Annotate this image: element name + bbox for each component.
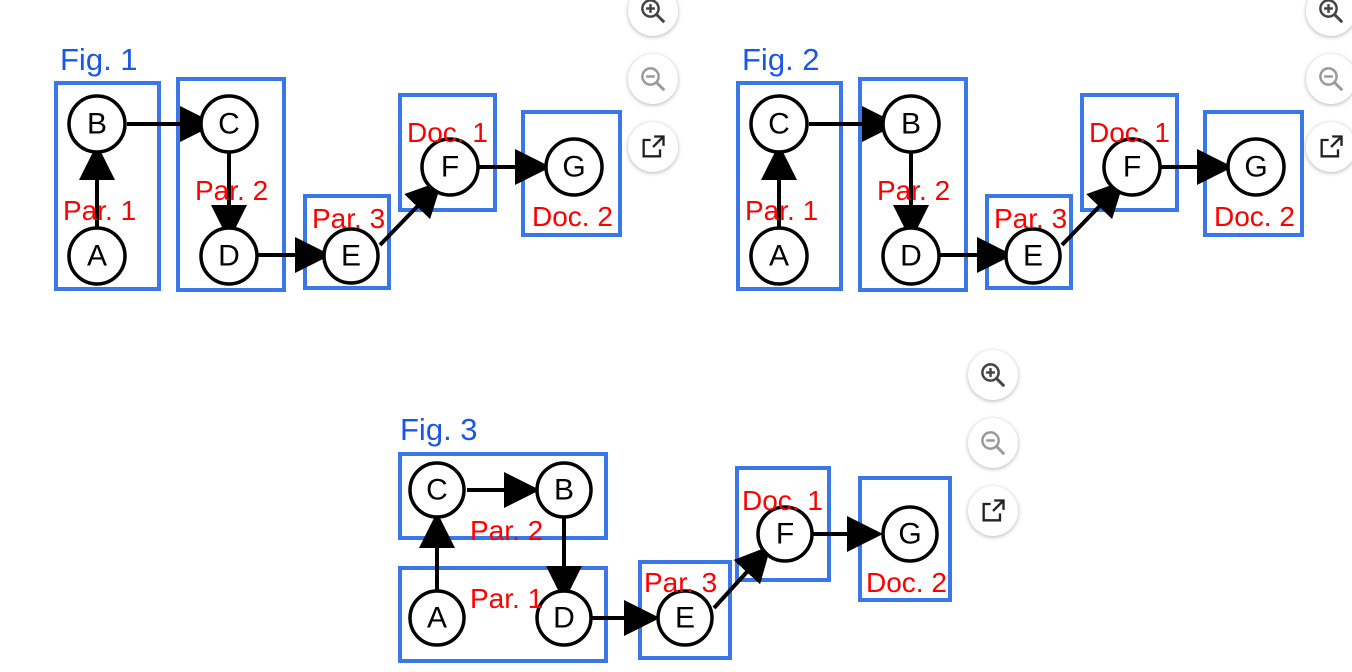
node-label-f: F bbox=[1123, 151, 1141, 184]
node-label-c: C bbox=[768, 108, 790, 141]
group-label-doc-1: Doc. 1 bbox=[407, 117, 488, 148]
figure-panel-1[interactable]: B A C D E F G Par. 1 Par. 2 Par. 3 Doc. … bbox=[40, 30, 660, 310]
group-label-par-2: Par. 2 bbox=[195, 175, 268, 206]
node-label-b: B bbox=[901, 108, 921, 141]
open-external-icon bbox=[1320, 135, 1343, 158]
group-box-par-2[interactable] bbox=[858, 77, 968, 292]
node-b[interactable] bbox=[881, 94, 941, 154]
controls-panel-2 bbox=[1306, 0, 1352, 172]
node-label-a: A bbox=[427, 602, 447, 635]
node-f[interactable] bbox=[756, 505, 814, 563]
node-g[interactable] bbox=[1226, 137, 1286, 197]
node-d[interactable] bbox=[881, 226, 941, 286]
group-label-doc-2: Doc. 2 bbox=[532, 201, 613, 232]
node-b[interactable] bbox=[535, 461, 593, 519]
node-a[interactable] bbox=[408, 589, 466, 647]
group-box-doc-1[interactable] bbox=[398, 93, 497, 212]
node-a[interactable] bbox=[67, 226, 127, 286]
figure-title-1: Fig. 1 bbox=[60, 42, 138, 77]
group-label-par-3: Par. 3 bbox=[312, 203, 385, 234]
zoom-in-icon bbox=[1319, 0, 1344, 24]
controls-panel-1 bbox=[628, 0, 678, 172]
open-external-icon bbox=[982, 499, 1005, 522]
group-box-doc-1[interactable] bbox=[1080, 93, 1179, 212]
open-external-button[interactable] bbox=[1306, 122, 1352, 172]
zoom-in-button[interactable] bbox=[1306, 0, 1352, 36]
node-e[interactable] bbox=[656, 589, 714, 647]
group-label-doc-2: Doc. 2 bbox=[866, 567, 947, 598]
group-label-par-1: Par. 1 bbox=[63, 195, 136, 226]
group-box-doc-1[interactable] bbox=[735, 466, 831, 582]
zoom-out-icon bbox=[981, 431, 1006, 456]
node-label-g: G bbox=[898, 518, 921, 551]
node-g[interactable] bbox=[881, 505, 939, 563]
zoom-out-button[interactable] bbox=[968, 418, 1018, 468]
edge-e-f bbox=[1060, 180, 1125, 247]
node-label-e: E bbox=[1023, 240, 1043, 273]
group-label-par-2: Par. 2 bbox=[470, 515, 543, 546]
node-label-e: E bbox=[675, 602, 695, 635]
group-box-par-2[interactable] bbox=[398, 452, 608, 540]
node-d[interactable] bbox=[199, 226, 259, 286]
group-box-par-1[interactable] bbox=[54, 81, 161, 291]
figure-2-graph: C A B D E F G Par. 1 Par. 2 Par. 3 Doc. … bbox=[736, 42, 1304, 292]
node-label-a: A bbox=[769, 240, 789, 273]
zoom-out-icon bbox=[641, 67, 666, 92]
node-f[interactable] bbox=[420, 137, 480, 197]
node-label-g: G bbox=[562, 151, 585, 184]
node-c[interactable] bbox=[749, 94, 809, 154]
node-label-g: G bbox=[1244, 151, 1267, 184]
open-external-button[interactable] bbox=[968, 486, 1018, 536]
group-box-par-1[interactable] bbox=[398, 566, 608, 663]
figure-1-graph: B A C D E F G Par. 1 Par. 2 Par. 3 Doc. … bbox=[54, 42, 622, 292]
edge-e-f bbox=[712, 545, 772, 610]
group-label-par-3: Par. 3 bbox=[644, 567, 717, 598]
node-label-d: D bbox=[218, 240, 240, 273]
node-label-c: C bbox=[426, 474, 448, 507]
node-label-d: D bbox=[900, 240, 922, 273]
node-c[interactable] bbox=[199, 94, 259, 154]
figure-panel-2[interactable]: C A B D E F G Par. 1 Par. 2 Par. 3 Doc. … bbox=[722, 30, 1342, 310]
figure-title-3: Fig. 3 bbox=[400, 412, 478, 447]
node-label-f: F bbox=[441, 151, 459, 184]
node-f[interactable] bbox=[1102, 137, 1162, 197]
figure-title-2: Fig. 2 bbox=[742, 42, 820, 77]
figure-panel-3[interactable]: C B A D E F G Par. 2 Par. 1 Par. 3 Doc. … bbox=[382, 400, 1002, 672]
controls-panel-3 bbox=[968, 350, 1018, 536]
node-b[interactable] bbox=[67, 94, 127, 154]
group-label-doc-1: Doc. 1 bbox=[742, 485, 823, 516]
group-box-par-1[interactable] bbox=[736, 81, 843, 291]
group-label-par-1: Par. 1 bbox=[745, 195, 818, 226]
node-label-b: B bbox=[87, 108, 107, 141]
node-label-a: A bbox=[87, 240, 107, 273]
node-label-d: D bbox=[553, 602, 575, 635]
edge-e-f bbox=[378, 180, 443, 247]
zoom-in-icon bbox=[981, 363, 1006, 388]
zoom-out-button[interactable] bbox=[628, 54, 678, 104]
node-label-e: E bbox=[341, 240, 361, 273]
group-label-doc-2: Doc. 2 bbox=[1214, 201, 1295, 232]
node-g[interactable] bbox=[544, 137, 604, 197]
group-label-par-1: Par. 1 bbox=[470, 583, 543, 614]
zoom-out-button[interactable] bbox=[1306, 54, 1352, 104]
node-a[interactable] bbox=[749, 226, 809, 286]
zoom-in-icon bbox=[641, 0, 666, 24]
node-label-c: C bbox=[218, 108, 240, 141]
zoom-in-button[interactable] bbox=[968, 350, 1018, 400]
group-label-par-3: Par. 3 bbox=[994, 203, 1067, 234]
node-d[interactable] bbox=[535, 589, 593, 647]
node-c[interactable] bbox=[408, 461, 466, 519]
figure-3-graph: C B A D E F G Par. 2 Par. 1 Par. 3 Doc. … bbox=[398, 412, 952, 663]
open-external-icon bbox=[642, 135, 665, 158]
node-label-f: F bbox=[776, 518, 794, 551]
group-label-par-2: Par. 2 bbox=[877, 175, 950, 206]
zoom-out-icon bbox=[1319, 67, 1344, 92]
node-label-b: B bbox=[554, 474, 574, 507]
zoom-in-button[interactable] bbox=[628, 0, 678, 36]
group-label-doc-1: Doc. 1 bbox=[1089, 117, 1170, 148]
node-e[interactable] bbox=[1004, 227, 1062, 285]
group-box-par-2[interactable] bbox=[176, 77, 286, 292]
node-e[interactable] bbox=[322, 227, 380, 285]
open-external-button[interactable] bbox=[628, 122, 678, 172]
